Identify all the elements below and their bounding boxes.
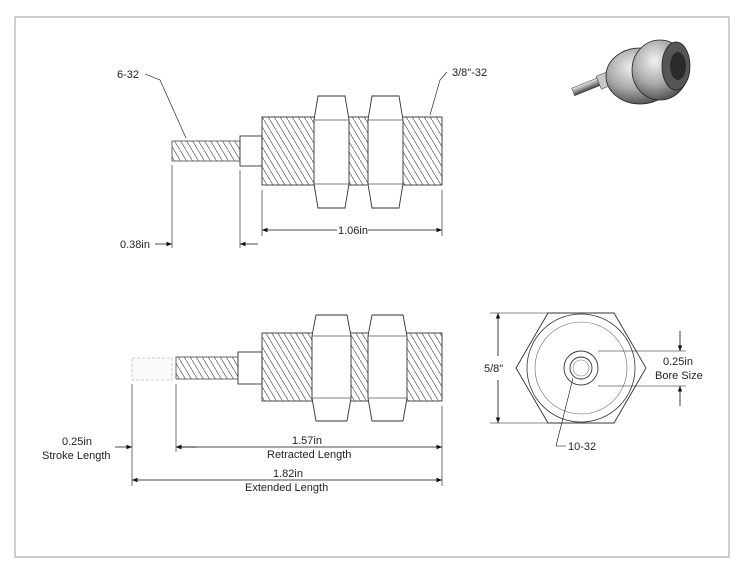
label-extended-length: Extended Length <box>245 482 328 494</box>
nut-left-top <box>313 95 350 209</box>
label-6-32: 6-32 <box>117 69 139 81</box>
nut-right-bottom <box>367 314 408 422</box>
top-side-view: 6-32 3/8"-32 0.38in 1.06in <box>117 67 487 251</box>
stud-thread-bottom <box>175 356 239 380</box>
dim-1-06: 1.06in <box>338 225 368 237</box>
dim-0-25-stroke: 0.25in <box>62 436 92 448</box>
label-10-32: 10-32 <box>568 441 596 453</box>
label-bore-size: Bore Size <box>655 370 703 382</box>
stud-collar-top <box>239 135 263 167</box>
dim-1-57: 1.57in <box>292 435 322 447</box>
leader-10-32 <box>555 377 574 447</box>
end-view: 5/8" 0.25in Bore Size 10-32 <box>484 312 703 453</box>
bottom-side-view: 0.25in Stroke Length 1.57in Retracted Le… <box>42 314 443 494</box>
nut-right-top <box>367 95 404 209</box>
label-3-8-32: 3/8"-32 <box>452 67 487 79</box>
label-stroke-length: Stroke Length <box>42 450 111 462</box>
phantom-rod <box>131 357 173 381</box>
leader-3-8-32 <box>429 71 448 116</box>
label-retracted-length: Retracted Length <box>267 449 351 461</box>
dim-0-25-bore: 0.25in <box>663 356 693 368</box>
body-thread-bottom <box>261 332 443 402</box>
leader-6-32 <box>144 73 187 139</box>
nut-left-bottom <box>311 314 352 422</box>
body-thread-top <box>261 116 443 186</box>
stud-collar-bottom <box>237 351 263 385</box>
sheet-border <box>14 16 730 558</box>
dim-0-38: 0.38in <box>120 239 150 251</box>
dim-1-82: 1.82in <box>273 468 303 480</box>
iso-render <box>571 39 691 105</box>
dim-5-8: 5/8" <box>484 363 503 375</box>
stud-thread-top <box>171 140 241 162</box>
